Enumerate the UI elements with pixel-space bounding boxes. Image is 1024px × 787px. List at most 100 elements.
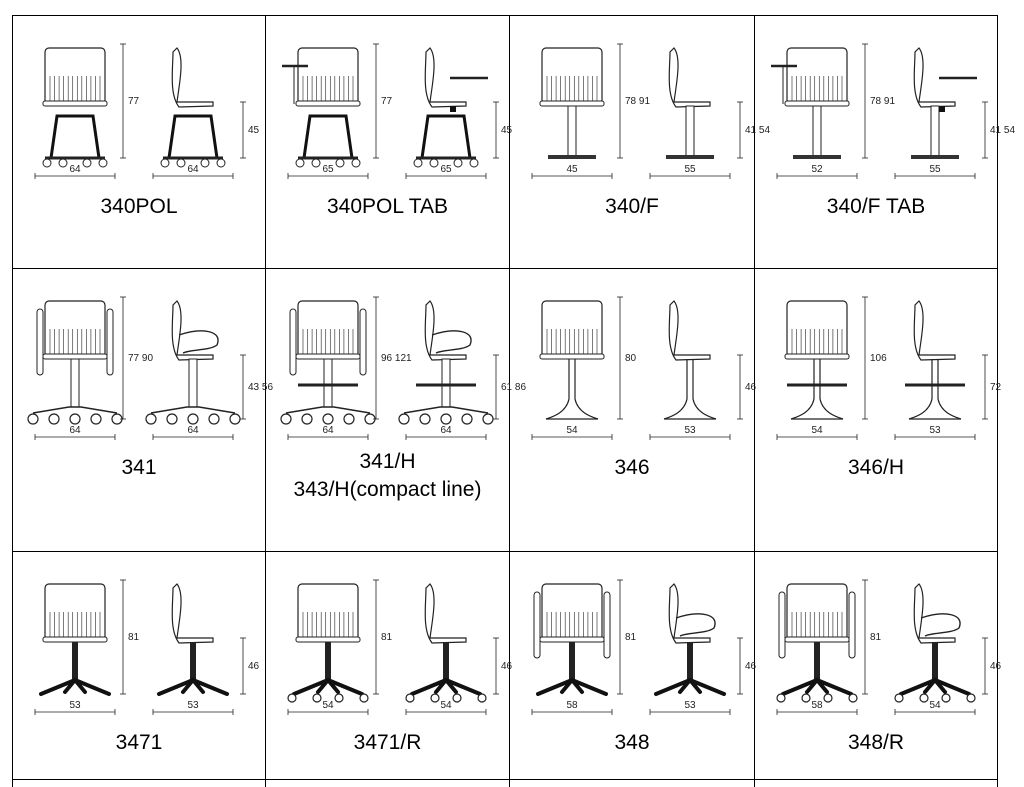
caster-shape (90, 413, 102, 425)
side-width-dimension: 64 (187, 164, 199, 175)
trumpet-base-shape (908, 359, 962, 420)
grid-line (12, 268, 998, 269)
column-shape (443, 642, 449, 680)
caster-shape (894, 693, 904, 703)
spider-base-shape (410, 678, 482, 696)
side-shell-shape (171, 583, 214, 644)
backrest-shape (541, 300, 603, 358)
caster-shape (312, 693, 322, 703)
trumpet-base-shape (663, 359, 717, 420)
caster-shape (280, 413, 292, 425)
side-width-dimension: 53 (684, 425, 696, 436)
backrest-shape (786, 583, 848, 641)
front-view (280, 300, 376, 425)
front-width-dimension: 53 (69, 700, 81, 711)
backrest-shape (786, 47, 848, 105)
caster-shape (301, 413, 313, 425)
spider-base-shape (157, 678, 229, 696)
model-label: 346 (614, 456, 650, 479)
seat-shape (539, 636, 605, 643)
total-height-dimension: 80 (625, 353, 637, 364)
seat-height-dimension: 46 (990, 661, 1002, 672)
caster-shape (82, 158, 92, 168)
front-width-dimension: 54 (322, 700, 334, 711)
front-width-dimension: 64 (69, 425, 81, 436)
grid-line (754, 15, 755, 787)
backrest-shape (297, 300, 359, 358)
seat-height-dimension: 45 (501, 125, 513, 136)
column-shape (567, 105, 577, 157)
caster-shape (69, 413, 81, 425)
sled-base-shape (302, 114, 354, 159)
grid-line (12, 15, 998, 16)
seat-shape (539, 353, 605, 360)
caster-shape (166, 413, 178, 425)
model-label: 348 (614, 731, 650, 754)
total-height-dimension: 78 91 (870, 96, 895, 107)
star-base-shape (285, 406, 371, 414)
seat-height-dimension: 46 (248, 661, 260, 672)
seat-shape (295, 100, 361, 107)
grid-line (997, 15, 998, 787)
armrest-shape (359, 308, 367, 376)
front-width-dimension: 52 (811, 164, 823, 175)
total-height-dimension: 81 (870, 632, 882, 643)
front-width-dimension: 45 (566, 164, 578, 175)
side-width-dimension: 54 (929, 700, 941, 711)
side-armrest-shape (178, 330, 219, 354)
caster-shape (919, 693, 929, 703)
caster-shape (776, 693, 786, 703)
caster-shape (160, 158, 170, 168)
seat-shape (42, 636, 108, 643)
caster-shape (229, 413, 241, 425)
seat-height-dimension: 43 56 (248, 382, 273, 393)
caster-shape (405, 693, 415, 703)
side-armrest-shape (675, 613, 716, 637)
caster-shape (429, 158, 439, 168)
column-shape (70, 358, 80, 408)
backrest-shape (541, 583, 603, 641)
seat-shape (42, 100, 108, 107)
model-label: 348/R (847, 731, 905, 754)
front-width-dimension: 54 (811, 425, 823, 436)
column-shape (325, 642, 331, 680)
front-width-dimension: 64 (69, 164, 81, 175)
side-view (894, 583, 976, 703)
backrest-shape (297, 583, 359, 641)
disc-base-shape (793, 155, 841, 159)
caster-shape (48, 413, 60, 425)
caster-shape (98, 158, 108, 168)
column-shape (441, 358, 451, 408)
column-shape (190, 642, 196, 680)
caster-shape (848, 693, 858, 703)
caster-shape (145, 413, 157, 425)
backrest-shape (44, 47, 106, 105)
backrest-shape (44, 300, 106, 358)
side-view (654, 583, 726, 696)
backrest-shape (786, 300, 848, 358)
model-label: 341/H (359, 450, 416, 473)
column-shape (569, 642, 575, 680)
caster-shape (398, 413, 410, 425)
side-width-dimension: 55 (929, 164, 941, 175)
total-height-dimension: 81 (381, 632, 393, 643)
seat-height-dimension: 72 (990, 382, 1002, 393)
side-shell-shape (913, 583, 956, 644)
caster-shape (419, 413, 431, 425)
grid-line (12, 779, 998, 780)
side-view (145, 300, 241, 425)
total-height-dimension: 77 90 (128, 353, 153, 364)
front-view (776, 583, 858, 703)
model-label: 340/F (605, 195, 659, 218)
seat-height-dimension: 41 54 (745, 125, 770, 136)
total-height-dimension: 81 (625, 632, 637, 643)
side-width-dimension: 54 (440, 700, 452, 711)
star-base-shape (403, 406, 489, 414)
